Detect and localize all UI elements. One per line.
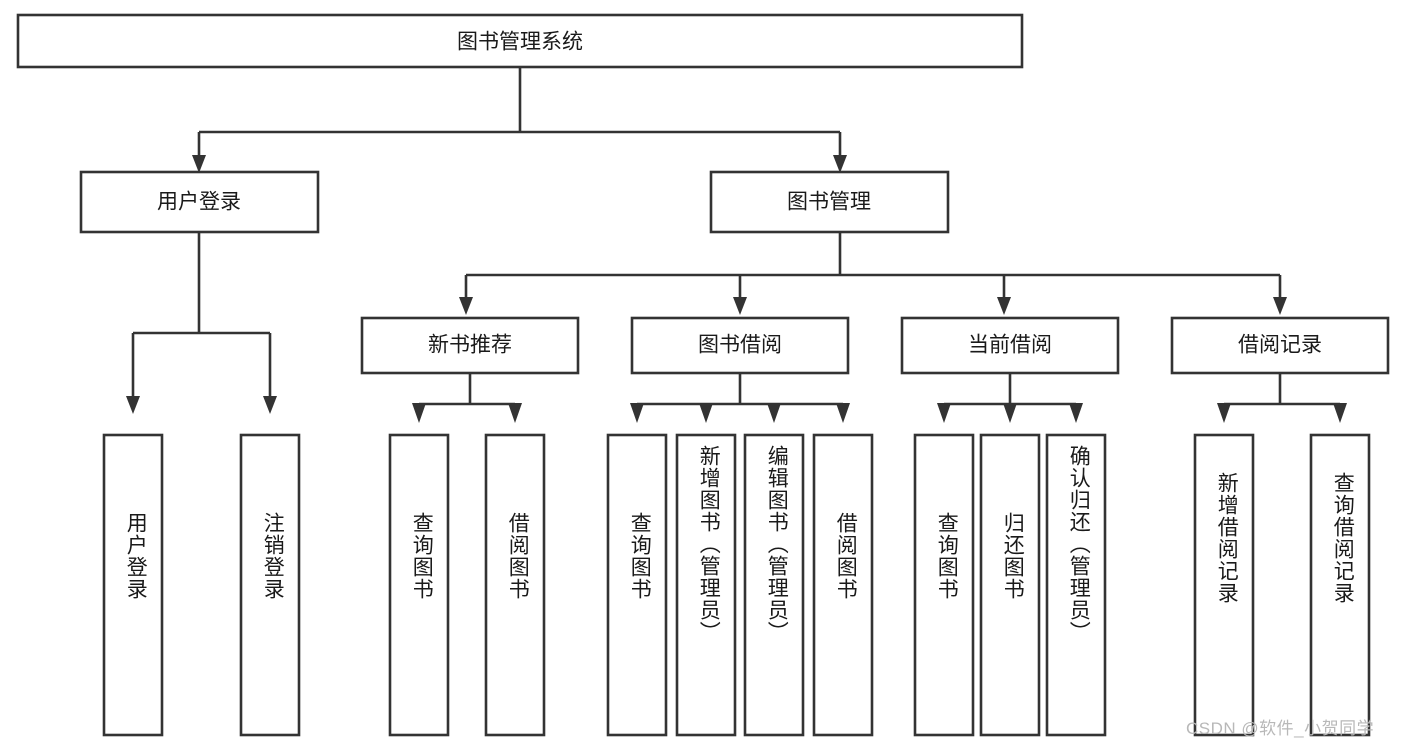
arrow-head-icon xyxy=(192,155,206,173)
arrow-head-icon xyxy=(263,396,277,414)
leaf-box-record-query[interactable] xyxy=(1309,433,1371,737)
csdn-watermark: CSDN @软件_小贺同学 xyxy=(1186,719,1375,738)
arrow-head-icon xyxy=(733,297,747,315)
node-user-login-label: 用户登录 xyxy=(157,191,241,214)
arrow-head-icon xyxy=(836,403,850,423)
leaf-box-currentborrow-confirm[interactable] xyxy=(1045,433,1107,737)
leaf-boxes-current-borrow xyxy=(913,433,1107,737)
arrow-head-icon xyxy=(412,403,426,423)
arrow-head-icon xyxy=(997,297,1011,315)
node-root-system[interactable]: 图书管理系统 xyxy=(16,13,1024,69)
connector-bookmgmt-to-level3 xyxy=(459,232,1287,315)
arrow-head-icon xyxy=(767,403,781,423)
leaf-box-newbook-query[interactable] xyxy=(388,433,450,737)
leaf-box-bookborrow-borrow[interactable] xyxy=(812,433,874,737)
node-current-borrow-label: 当前借阅 xyxy=(968,334,1052,357)
arrow-head-icon xyxy=(1217,403,1231,423)
node-new-book-recommend-label: 新书推荐 xyxy=(428,334,512,357)
connector-bookborrow-to-leaves xyxy=(630,373,850,423)
arrow-head-icon xyxy=(459,297,473,315)
connector-newbook-to-leaves xyxy=(412,373,522,423)
leaf-box-bookborrow-edit[interactable] xyxy=(743,433,805,737)
node-root-label: 图书管理系统 xyxy=(457,31,583,54)
arrow-head-icon xyxy=(1273,297,1287,315)
connector-root-to-level2 xyxy=(192,67,847,173)
arrow-head-icon xyxy=(1003,403,1017,423)
arrow-head-icon xyxy=(126,396,140,414)
node-book-borrow-label: 图书借阅 xyxy=(698,334,782,357)
connector-currentborrow-to-leaves xyxy=(937,373,1083,423)
arrow-head-icon xyxy=(1333,403,1347,423)
leaf-box-currentborrow-query[interactable] xyxy=(913,433,975,737)
node-book-management-label: 图书管理 xyxy=(787,191,871,214)
leaf-box-record-add[interactable] xyxy=(1193,433,1255,737)
arrow-head-icon xyxy=(508,403,522,423)
leaf-boxes-new-book-recommend xyxy=(388,433,546,737)
node-borrow-record[interactable]: 借阅记录 xyxy=(1170,316,1390,375)
node-borrow-record-label: 借阅记录 xyxy=(1238,334,1322,357)
leaf-box-bookborrow-query[interactable] xyxy=(606,433,668,737)
node-book-borrow[interactable]: 图书借阅 xyxy=(630,316,850,375)
leaf-boxes-borrow-record xyxy=(1193,433,1371,737)
leaf-box-user-login-login[interactable] xyxy=(102,433,164,737)
arrow-head-icon xyxy=(833,155,847,173)
leaf-boxes-book-borrow xyxy=(606,433,874,737)
node-book-management[interactable]: 图书管理 xyxy=(709,170,950,234)
leaf-box-user-login-logout[interactable] xyxy=(239,433,301,737)
arrow-head-icon xyxy=(1069,403,1083,423)
connector-userlogin-to-leaves xyxy=(126,232,277,414)
leaf-boxes-user-login xyxy=(102,433,301,737)
connector-borrowrecord-to-leaves xyxy=(1217,373,1347,423)
arrow-head-icon xyxy=(630,403,644,423)
arrow-head-icon xyxy=(937,403,951,423)
leaf-box-bookborrow-add[interactable] xyxy=(675,433,737,737)
node-current-borrow[interactable]: 当前借阅 xyxy=(900,316,1120,375)
arrow-head-icon xyxy=(699,403,713,423)
leaf-box-currentborrow-return[interactable] xyxy=(979,433,1041,737)
node-new-book-recommend[interactable]: 新书推荐 xyxy=(360,316,580,375)
node-user-login[interactable]: 用户登录 xyxy=(79,170,320,234)
leaf-box-newbook-borrow[interactable] xyxy=(484,433,546,737)
